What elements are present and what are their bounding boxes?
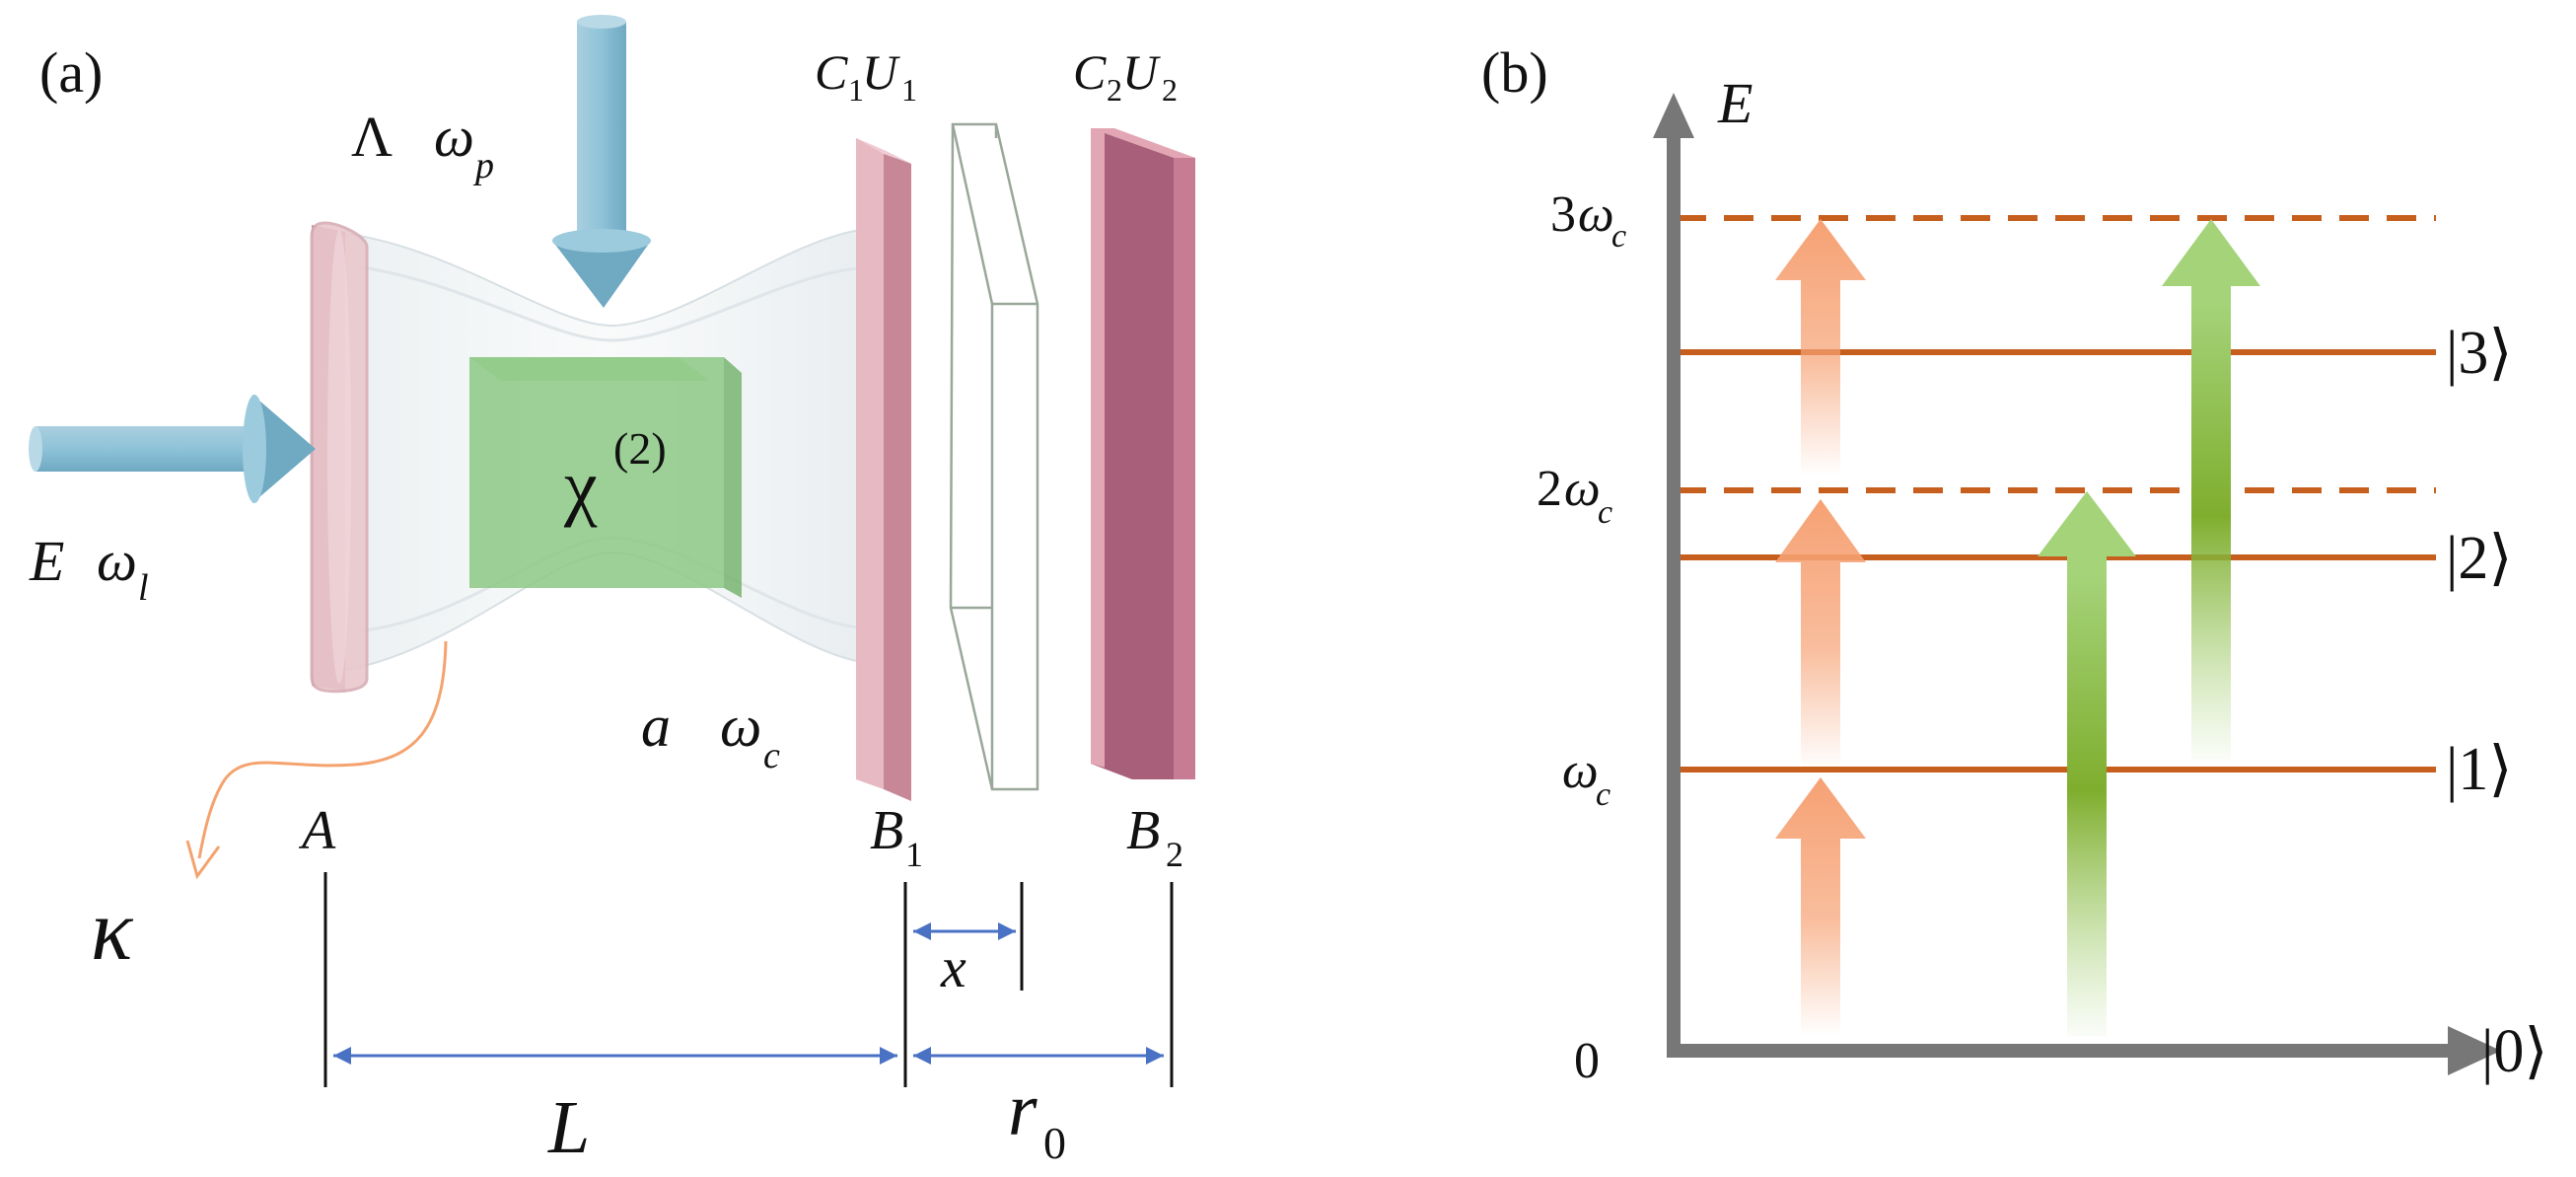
plate2-label: C 2 U 2: [1073, 44, 1178, 108]
svg-text:1: 1: [848, 72, 864, 108]
svg-text:c: c: [1596, 776, 1610, 813]
ket-2: |2⟩: [2446, 525, 2513, 592]
svg-text:c: c: [1598, 494, 1612, 531]
svg-text:c: c: [1611, 218, 1626, 255]
svg-text:ω: ω: [1562, 743, 1599, 799]
label-2omega-c: 2 ω c: [1537, 461, 1612, 531]
drive-arrow: [29, 395, 316, 503]
decay-label: κ: [91, 883, 134, 979]
crystal-chi-sup: (2): [613, 423, 667, 474]
ket-1: |1⟩: [2446, 736, 2513, 803]
mirror-b2-label: B 2: [1126, 800, 1183, 874]
pump-label: Λ ω p: [351, 105, 494, 186]
energy-axes: [1653, 93, 2501, 1075]
svg-text:a: a: [641, 694, 671, 759]
svg-text:U: U: [1122, 44, 1161, 100]
svg-text:p: p: [472, 145, 494, 186]
mirror-a: [310, 221, 369, 694]
plate1-label: C 1 U 1: [815, 44, 917, 108]
svg-text:0: 0: [1043, 1118, 1066, 1168]
svg-text:1: 1: [901, 72, 917, 108]
svg-text:U: U: [862, 44, 900, 100]
mirror-b1: [856, 138, 911, 801]
pump-arrow: [552, 15, 651, 308]
svg-text:B: B: [1126, 800, 1160, 861]
dim-label-x: x: [940, 935, 966, 999]
svg-text:2: 2: [1537, 461, 1562, 517]
svg-text:C: C: [1073, 44, 1107, 100]
orange-arrow-2: [1775, 499, 1866, 770]
panel-b-tag: (b): [1481, 40, 1548, 105]
panel-a-tag: (a): [39, 40, 103, 105]
svg-text:1: 1: [905, 835, 923, 874]
svg-text:2: 2: [1166, 835, 1183, 874]
energy-axis-label: E: [1717, 71, 1753, 135]
svg-text:ω: ω: [434, 105, 474, 169]
svg-text:c: c: [763, 735, 780, 776]
dim-label-r0: r 0: [1008, 1068, 1066, 1168]
orange-arrow-1: [1775, 777, 1866, 1036]
svg-text:ω: ω: [1564, 461, 1601, 517]
ket-3: |3⟩: [2446, 320, 2513, 387]
svg-text:B: B: [870, 800, 903, 861]
svg-text:l: l: [138, 567, 149, 609]
svg-text:ω: ω: [1578, 186, 1614, 243]
crystal-chi: χ: [563, 445, 598, 528]
svg-text:Λ: Λ: [351, 105, 393, 169]
svg-text:2: 2: [1162, 72, 1178, 108]
green-arrow-2: [2162, 219, 2260, 760]
green-arrows: [2038, 219, 2260, 1036]
svg-text:r: r: [1008, 1068, 1038, 1151]
panel-a: (a) χ (2): [29, 15, 1195, 1169]
orange-arrow-3: [1775, 219, 1866, 476]
crystal: χ (2): [469, 357, 742, 598]
orange-arrows: [1775, 219, 1866, 1036]
decay-arrow: [185, 640, 448, 880]
label-omega-c: ω c: [1562, 743, 1610, 813]
dim-arrow-x: [913, 922, 1016, 940]
svg-text:3: 3: [1550, 186, 1576, 243]
glass-plate: [949, 122, 1039, 791]
mirror-b2: [1091, 128, 1195, 779]
mirror-b1-label: B 1: [870, 800, 923, 874]
dim-arrow-r0: [913, 1047, 1164, 1065]
svg-text:ω: ω: [720, 694, 761, 759]
panel-b: (b) E 0 3 ω: [1481, 40, 2548, 1089]
dimension-ticks: [323, 872, 1174, 1087]
svg-text:C: C: [815, 44, 848, 100]
svg-text:E: E: [29, 529, 64, 593]
drive-label: E ω l: [29, 529, 149, 609]
mirror-a-label: A: [298, 800, 336, 861]
label-3omega-c: 3 ω c: [1550, 186, 1626, 255]
svg-text:ω: ω: [97, 529, 137, 593]
svg-text:2: 2: [1107, 72, 1122, 108]
cavity-mode-label: a ω c: [641, 694, 780, 776]
dim-label-L: L: [547, 1086, 590, 1169]
zero-label: 0: [1574, 1033, 1600, 1089]
green-arrow-1: [2038, 491, 2136, 1036]
energy-levels: [1677, 215, 2436, 772]
ket-0: |0⟩: [2481, 1018, 2548, 1085]
dim-arrow-L: [333, 1047, 897, 1065]
